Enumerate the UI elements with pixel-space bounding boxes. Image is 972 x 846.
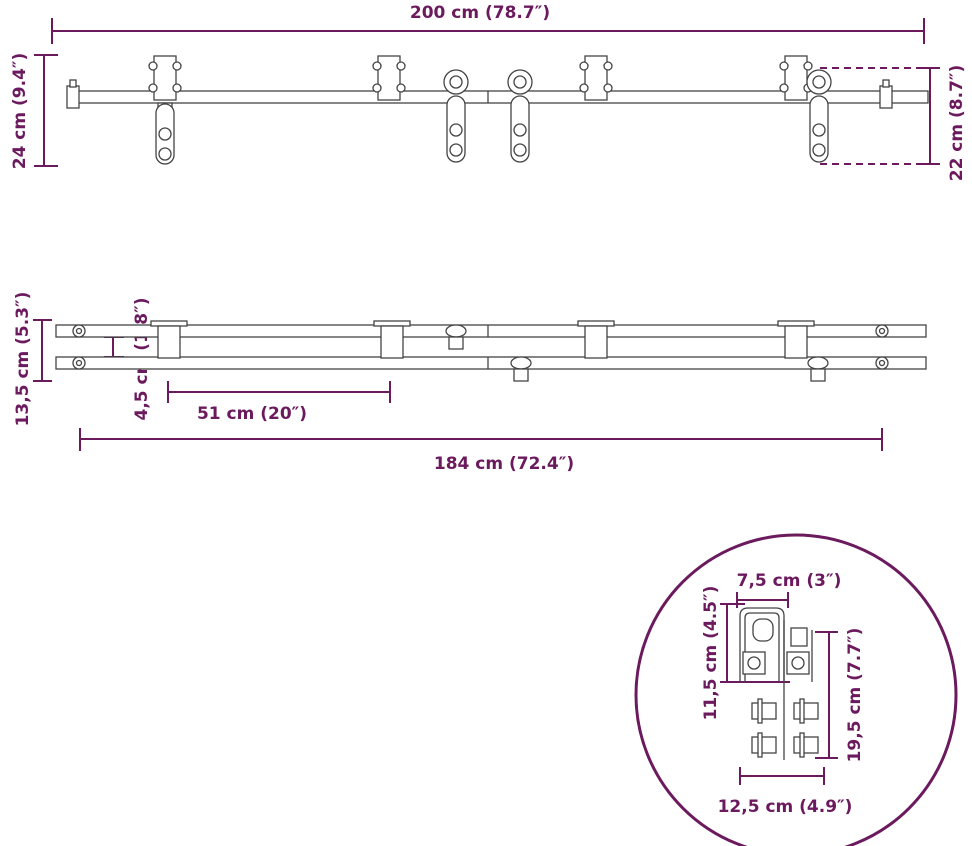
roller-hanger-2: [507, 69, 533, 163]
wall-bracket-4: [779, 55, 813, 101]
wheel-height-label: 22 cm (8.7″): [947, 65, 967, 182]
roller-width-label: 7,5 cm (3″): [737, 571, 842, 591]
front-bracket-3: [577, 320, 615, 359]
detail-circle: [634, 533, 958, 846]
end-stopper-left: [66, 79, 80, 109]
rail-spacing-label: 13,5 cm (5.3″): [13, 292, 33, 427]
front-bracket-1: [150, 320, 188, 359]
front-bracket-4: [777, 320, 815, 359]
end-cap-right-upper: [875, 324, 889, 338]
door-bolts: [751, 698, 819, 758]
roller-profile: [739, 607, 813, 760]
detail-view: 7,5 cm (3″) 11,5 cm (4.5″) 19,5 cm (7.7″…: [634, 533, 958, 846]
front-view: 13,5 cm (5.3″) 4,5 cm (1.8″): [13, 292, 927, 474]
roller-hanger-1: [443, 69, 469, 163]
hanger-width-label: 12,5 cm (4.9″): [718, 797, 853, 817]
total-length-label: 200 cm (78.7″): [410, 3, 550, 23]
top-view: 200 cm (78.7″) 24 cm (9.4″) 22 cm (8.7″): [10, 3, 967, 181]
wall-bracket-3: [579, 55, 613, 101]
bracket-spacing-label: 51 cm (20″): [197, 404, 307, 424]
roller-height-label: 11,5 cm (4.5″): [701, 586, 721, 721]
front-roller-1: [445, 324, 467, 350]
end-cap-left-lower: [72, 356, 86, 370]
front-roller-2: [510, 356, 532, 382]
end-cap-right-lower: [875, 356, 889, 370]
roller-hanger-3: [806, 69, 832, 163]
end-cap-left-upper: [72, 324, 86, 338]
hanger-height-label: 24 cm (9.4″): [10, 53, 30, 170]
front-bracket-2: [373, 320, 411, 359]
front-rail-lower: [55, 356, 927, 370]
front-rail-upper: [55, 324, 927, 338]
wall-bracket-2: [372, 55, 406, 101]
rail-length-label: 184 cm (72.4″): [434, 454, 574, 474]
end-stopper-right: [879, 79, 893, 109]
hanger-length-label: 19,5 cm (7.7″): [845, 628, 865, 763]
front-roller-3: [807, 356, 829, 382]
door-strap-1: [155, 103, 175, 165]
